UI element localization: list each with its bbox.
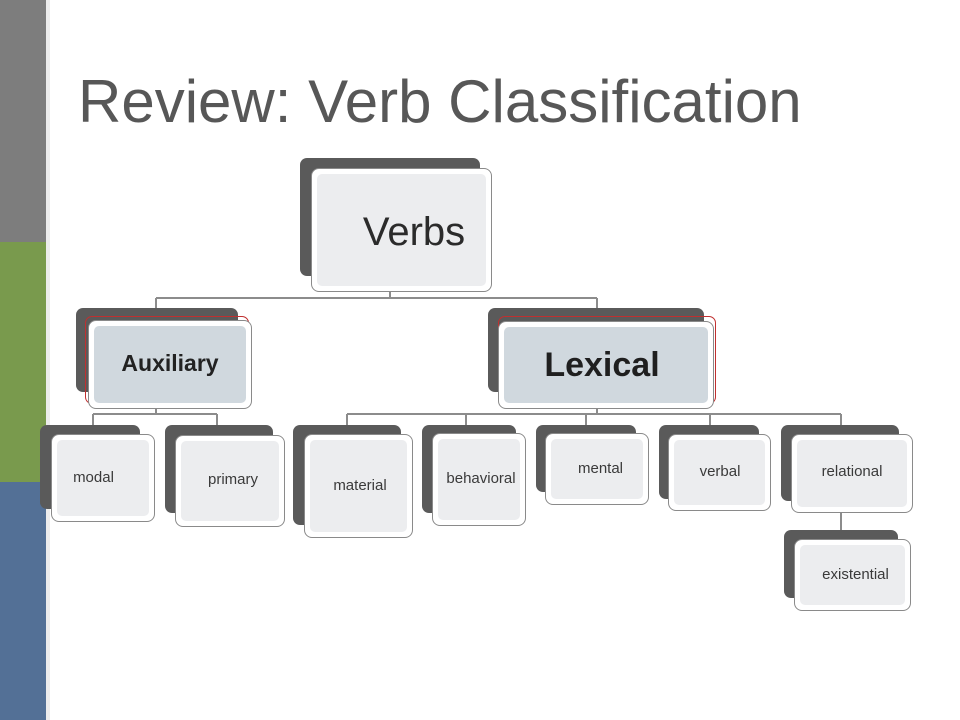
node-auxiliary: Auxiliary — [76, 308, 252, 409]
node-primary-label: primary — [207, 471, 258, 488]
node-existential-label: existential — [822, 566, 889, 583]
node-lexical: Lexical — [488, 308, 716, 409]
node-auxiliary-label: Auxiliary — [121, 350, 219, 376]
connector-lexical — [346, 408, 842, 428]
node-relational-label: relational — [821, 463, 883, 480]
node-material-label: material — [333, 477, 387, 494]
node-modal: modal — [40, 425, 155, 522]
accent-strip-blue — [0, 482, 46, 720]
accent-strip-edge — [46, 0, 50, 720]
node-material: material — [293, 425, 413, 538]
node-behavioral-label: behavioral — [446, 470, 516, 487]
node-existential: existential — [784, 530, 911, 611]
node-relational: relational — [781, 425, 913, 513]
node-lexical-label: Lexical — [544, 346, 660, 384]
accent-strip-gray — [0, 0, 46, 242]
node-mental: mental — [536, 425, 649, 505]
accent-strip-green — [0, 242, 46, 482]
slide-title: Review: Verb Classification — [78, 68, 802, 135]
node-behavioral: behavioral — [422, 425, 526, 526]
node-verbs: Verbs — [300, 158, 492, 292]
node-verbal: verbal — [659, 425, 771, 511]
node-mental-label: mental — [577, 460, 624, 477]
node-verbs-label: Verbs — [362, 210, 466, 254]
connector-verbs — [155, 290, 598, 310]
node-verbal-label: verbal — [699, 463, 741, 480]
node-primary: primary — [165, 425, 285, 527]
node-modal-label: modal — [73, 469, 114, 486]
connector-auxiliary — [92, 408, 218, 428]
